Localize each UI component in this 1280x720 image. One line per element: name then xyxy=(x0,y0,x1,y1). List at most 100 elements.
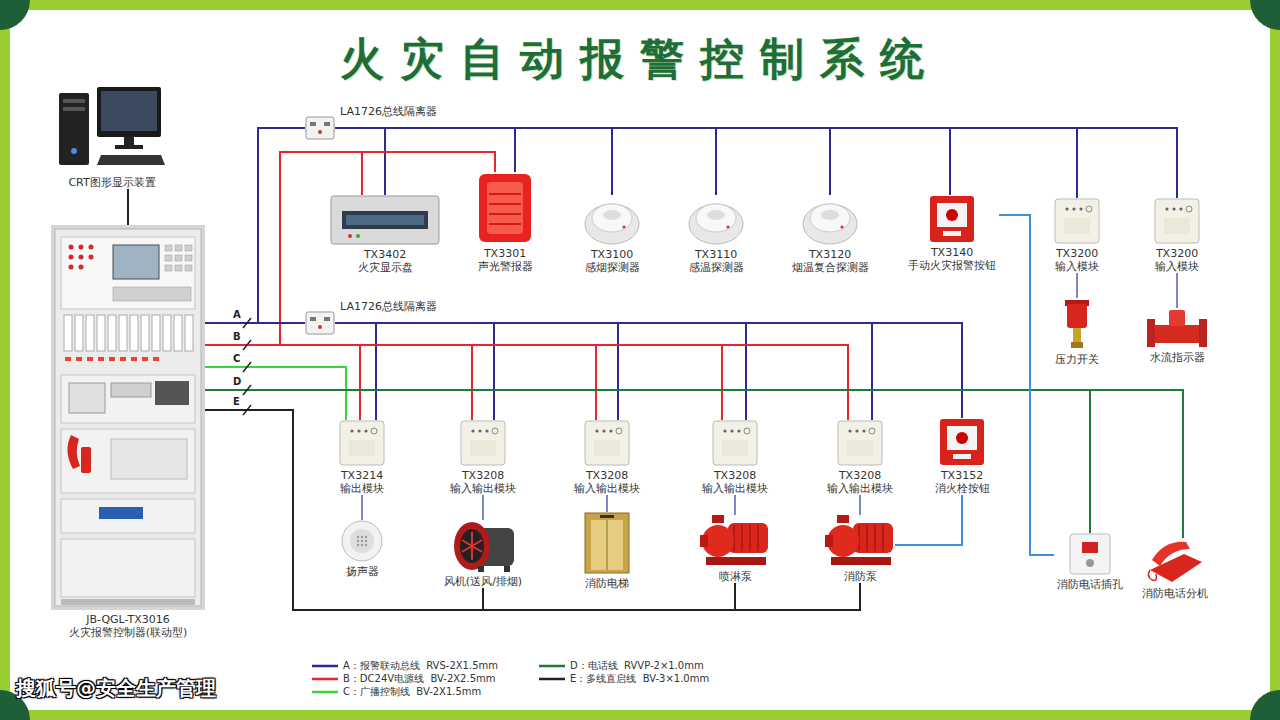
strobe-icon xyxy=(479,174,531,242)
wire xyxy=(205,322,305,324)
wire xyxy=(335,128,830,195)
legend-text: E：多线直启线 BV-3×1.0mm xyxy=(570,673,709,685)
device-caption: 火灾显示盘 xyxy=(355,261,416,274)
device-label: TX3208 xyxy=(583,469,631,482)
wire xyxy=(335,128,612,195)
icon-slot xyxy=(1144,538,1206,584)
legend-text: C：广播控制线 BV-2X1.5mm xyxy=(343,686,481,698)
wire xyxy=(335,128,1177,198)
wire-letter: B xyxy=(233,331,241,343)
device-label: 压力开关 xyxy=(1052,353,1102,366)
device-label: LA1726总线隔离器 xyxy=(337,300,440,313)
icon-slot xyxy=(477,172,533,244)
wire xyxy=(606,495,608,512)
icon-slot xyxy=(51,225,205,610)
device-label: 消防泵 xyxy=(841,570,880,583)
phone-icon xyxy=(1148,542,1202,582)
sound-light-alarm: TX3301声光警报器 xyxy=(475,172,536,273)
device-label: TX3152 xyxy=(938,469,986,482)
device-caption: 感温探测器 xyxy=(686,261,747,274)
icon-slot xyxy=(341,520,383,562)
module-icon xyxy=(340,421,384,465)
device-label: CRT图形显示装置 xyxy=(65,176,158,189)
icon-slot xyxy=(584,512,630,574)
device-caption: 输入输出模块 xyxy=(699,482,771,495)
wire xyxy=(205,410,483,610)
device-caption: 输入输出模块 xyxy=(824,482,896,495)
wire xyxy=(205,345,596,420)
device-label: TX3214 xyxy=(338,469,386,482)
device-caption: 手动火灾报警按钮 xyxy=(905,259,999,272)
wire xyxy=(482,495,484,520)
legend-text: D：电话线 RVVP-2×1.0mm xyxy=(570,660,704,672)
wire xyxy=(1176,273,1178,308)
device-label: TX3208 xyxy=(711,469,759,482)
water-flow-indicator: 水流指示器 xyxy=(1147,308,1208,364)
combo-detector: TX3120烟温复合探测器 xyxy=(789,195,872,274)
wire-letter: C xyxy=(233,353,240,365)
wire xyxy=(335,323,962,418)
icon-slot xyxy=(305,311,335,335)
wire xyxy=(205,345,360,420)
wire xyxy=(859,495,861,515)
bus-isolator: LA1726总线隔离器 xyxy=(305,311,335,335)
device-label: TX3301 xyxy=(481,247,529,260)
bus-isolator: LA1726总线隔离器 xyxy=(305,116,335,140)
pump-icon xyxy=(825,515,893,565)
device-label: JB-QGL-TX3016 xyxy=(83,613,173,626)
wire xyxy=(205,152,362,345)
frame-corner xyxy=(0,0,30,30)
legend-text: B：DC24V电源线 BV-2X2.5mm xyxy=(343,673,495,685)
device-label: LA1726总线隔离器 xyxy=(337,105,440,118)
device-caption: 感烟探测器 xyxy=(582,261,643,274)
wire xyxy=(205,152,495,345)
icon-slot xyxy=(837,420,883,466)
detector-icon xyxy=(689,204,743,244)
device-caption: 输入模块 xyxy=(1152,260,1202,273)
phone-jack: 消防电话插孔 xyxy=(1054,533,1126,591)
wire xyxy=(205,410,735,610)
computer-node: CRT图形显示装置 xyxy=(57,85,167,189)
pressure-switch-icon xyxy=(1065,300,1089,348)
wire xyxy=(127,189,129,225)
wire xyxy=(361,495,363,520)
io-module: TX3208输入输出模块 xyxy=(571,420,643,495)
button-icon xyxy=(940,419,984,465)
device-label: TX3208 xyxy=(836,469,884,482)
isolator-icon xyxy=(306,312,334,334)
flow-indicator-icon xyxy=(1147,310,1207,347)
frame-corner xyxy=(1250,690,1280,720)
device-label: 风机(送风/排烟) xyxy=(441,575,525,588)
output-module: TX3214输出模块 xyxy=(337,420,387,495)
icon-slot xyxy=(450,520,516,572)
icon-slot xyxy=(1063,298,1091,350)
device-label: 消防电话分机 xyxy=(1139,587,1211,600)
icon-slot xyxy=(330,195,440,245)
io-module: TX3208输入输出模块 xyxy=(447,420,519,495)
hydrant-button: TX3152消火栓按钮 xyxy=(932,418,993,495)
device-caption: 火灾报警控制器(联动型) xyxy=(66,626,191,639)
fire-pump: 消防泵 xyxy=(825,515,895,583)
icon-slot xyxy=(305,116,335,140)
diagram-title: 火灾自动报警控制系统 xyxy=(0,30,1280,89)
wire xyxy=(205,345,472,420)
wire-letter: E xyxy=(233,396,240,408)
wire xyxy=(205,345,848,420)
device-label: 喷淋泵 xyxy=(716,570,755,583)
detector-icon xyxy=(585,204,639,244)
icon-slot xyxy=(339,420,385,466)
module-icon xyxy=(1055,199,1099,243)
icon-slot xyxy=(460,420,506,466)
device-caption: 输出模块 xyxy=(337,482,387,495)
smoke-detector: TX3100感烟探测器 xyxy=(582,195,643,274)
device-label: TX3200 xyxy=(1053,247,1101,260)
module-icon xyxy=(461,421,505,465)
module-icon xyxy=(713,421,757,465)
module-icon xyxy=(1155,199,1199,243)
detector-icon xyxy=(803,204,857,244)
icon-slot xyxy=(929,195,975,243)
icon-slot xyxy=(700,515,770,567)
device-label: TX3200 xyxy=(1153,247,1201,260)
wire xyxy=(895,495,962,545)
